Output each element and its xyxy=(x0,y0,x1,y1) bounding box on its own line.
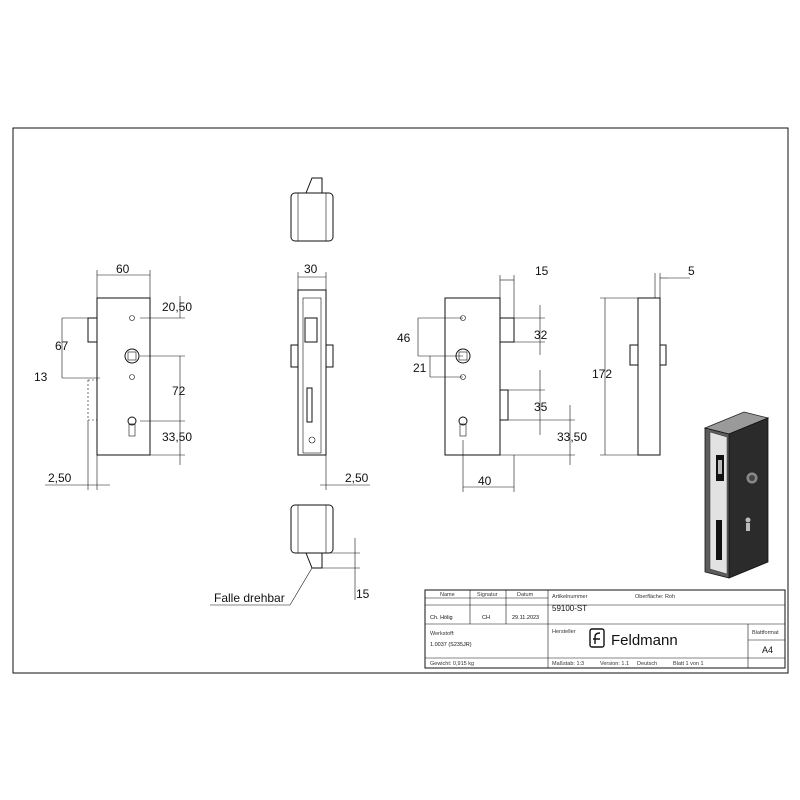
dim-side-width: 30 xyxy=(304,262,318,276)
tb-value-artikelnummer: 59100-ST xyxy=(552,604,587,613)
feldmann-logo-icon xyxy=(589,628,605,648)
tb-value-werkstoff: 1.0037 (S235JR) xyxy=(430,642,472,648)
dim-rear-21: 21 xyxy=(413,361,427,375)
label-falle-drehbar: Falle drehbar xyxy=(214,591,285,605)
tb-value-blattformat: A4 xyxy=(762,645,773,655)
tb-label-artikelnummer: Artikelnummer xyxy=(552,594,588,600)
dim-bottom-15: 15 xyxy=(356,587,370,601)
tb-header-name: Name xyxy=(440,592,455,598)
dim-right-172: 172 xyxy=(592,367,612,381)
rear-view xyxy=(417,275,575,492)
dim-rear-3350: 33,50 xyxy=(557,430,587,444)
dim-rear-15: 15 xyxy=(535,264,549,278)
dim-rear-40: 40 xyxy=(478,474,492,488)
dim-front-2050: 20,50 xyxy=(162,300,192,314)
tb-label-blatt: Blatt 1 von 1 xyxy=(673,661,704,667)
tb-value-datum: 29.11.2023 xyxy=(512,615,539,621)
tb-value-name: Ch. Hölig xyxy=(430,615,453,621)
tb-label-version: Version: 1.1 xyxy=(600,661,629,667)
tb-label-oberflaeche: Oberfläche: Roh xyxy=(635,594,675,600)
tb-label-werkstoff: Werkstoff: xyxy=(430,631,455,637)
tb-header-datum: Datum xyxy=(517,592,534,598)
isometric-lock-image xyxy=(703,411,770,579)
tb-label-massstab: Maßstab: 1:3 xyxy=(552,661,584,667)
dim-rear-32: 32 xyxy=(534,328,548,342)
front-view xyxy=(45,270,185,490)
dim-right-5: 5 xyxy=(688,264,695,278)
dim-front-width: 60 xyxy=(116,262,130,276)
dim-front-13: 13 xyxy=(34,370,48,384)
tb-label-blattformat: Blattformat xyxy=(752,630,779,636)
tb-label-gewicht: Gewicht: 0,915 kg xyxy=(430,661,474,667)
dim-rear-46: 46 xyxy=(397,331,411,345)
sheet-border xyxy=(12,127,789,674)
dim-front-250: 2,50 xyxy=(48,471,72,485)
tb-header-signatur: Signatur xyxy=(477,592,498,598)
tb-brand-name: Feldmann xyxy=(611,632,678,649)
side-view xyxy=(290,272,370,490)
top-view xyxy=(290,177,334,242)
dim-side-250: 2,50 xyxy=(345,471,369,485)
tb-label-hersteller: Hersteller xyxy=(552,629,576,635)
tb-value-signatur: CH xyxy=(482,615,490,621)
dim-front-67: 67 xyxy=(55,339,69,353)
dim-front-72: 72 xyxy=(172,384,186,398)
dim-front-3350: 33,50 xyxy=(162,430,192,444)
dim-rear-35: 35 xyxy=(534,400,548,414)
bottom-view xyxy=(210,504,360,606)
narrow-side-view xyxy=(600,273,690,456)
tb-label-sprache: Deutsch xyxy=(637,661,657,667)
title-block xyxy=(424,589,786,669)
